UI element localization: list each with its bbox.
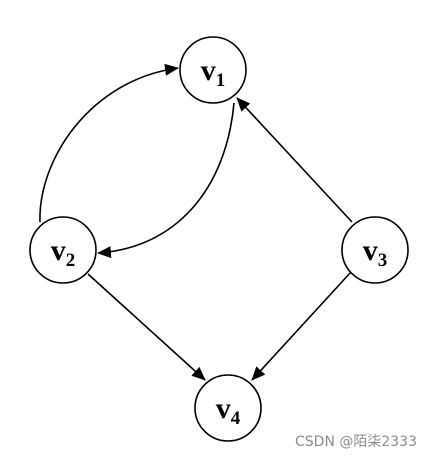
edge-v1-to-v2 bbox=[97, 102, 235, 259]
node-v3-label: v3 bbox=[363, 234, 388, 271]
node-v4-label: v4 bbox=[216, 392, 241, 429]
node-v1-circle bbox=[179, 36, 247, 104]
node-v3: v3 bbox=[341, 216, 409, 284]
edge-v3-to-v1 bbox=[236, 97, 353, 223]
node-v2: v2 bbox=[29, 216, 97, 284]
node-v4-circle bbox=[194, 374, 262, 442]
node-v2-circle bbox=[29, 216, 97, 284]
watermark-text: CSDN @陌柒2333 bbox=[295, 434, 417, 450]
node-v1-label: v1 bbox=[201, 54, 226, 91]
edge-v2-to-v4 bbox=[87, 273, 206, 381]
edge-v3-to-v4 bbox=[251, 271, 352, 381]
node-v2-label: v2 bbox=[51, 234, 76, 271]
node-v4: v4 bbox=[194, 374, 262, 442]
node-v1: v1 bbox=[179, 36, 247, 104]
node-v3-circle bbox=[341, 216, 409, 284]
edge-v2-to-v1 bbox=[39, 63, 179, 223]
